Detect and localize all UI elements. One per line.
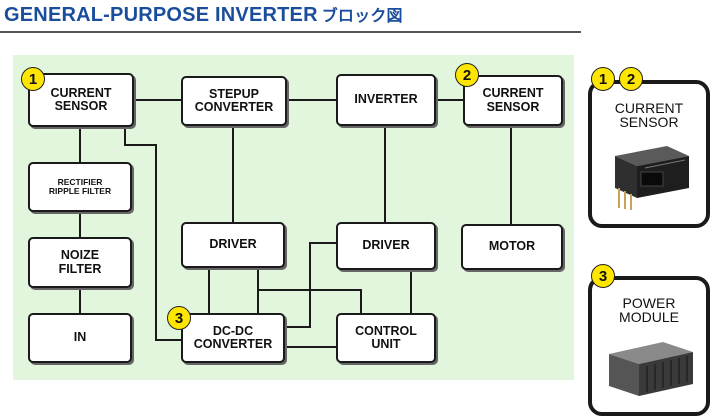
current-sensor-card-title: CURRENT SENSOR <box>614 100 684 130</box>
control-unit-block: CONTROL UNIT <box>336 313 436 363</box>
title-underline <box>0 31 581 33</box>
power-module-card: POWER MODULE <box>588 276 710 416</box>
card-badge-3: 3 <box>591 264 615 288</box>
badge-3: 3 <box>167 306 191 330</box>
power-module-card-title: POWER MODULE <box>619 295 679 325</box>
stepup-converter-block: STEPUP CONVERTER <box>181 76 287 126</box>
current-sensor-card: CURRENT SENSOR <box>588 80 710 228</box>
wire-driver1-control <box>258 289 362 313</box>
rectifier-ripple-filter-block: RECTIFIER RIPPLE FILTER <box>28 162 132 212</box>
motor-block: MOTOR <box>461 224 563 270</box>
inverter-block: INVERTER <box>336 74 436 126</box>
title-text: GENERAL-PURPOSE INVERTER <box>4 4 318 26</box>
driver-1-block: DRIVER <box>181 222 285 268</box>
wire-dcdc-driver2 <box>285 242 336 328</box>
power-module-icon <box>609 342 693 396</box>
noize-filter-block: NOIZE FILTER <box>28 237 132 288</box>
badge-1: 1 <box>21 67 45 91</box>
dc-dc-converter-block: DC-DC CONVERTER <box>181 313 285 363</box>
card-badge-1: 1 <box>591 67 615 91</box>
current-sensor-module-icon <box>615 146 689 210</box>
wire-sensor1-dcdc <box>124 127 181 341</box>
in-block: IN <box>28 313 132 363</box>
card-badge-2: 2 <box>619 67 643 91</box>
title-japanese: ブロック図 <box>321 8 403 25</box>
current-sensor-1-block: CURRENT SENSOR <box>28 73 134 127</box>
driver-2-block: DRIVER <box>336 222 436 270</box>
current-sensor-2-block: CURRENT SENSOR <box>463 75 563 126</box>
badge-2: 2 <box>455 63 479 87</box>
